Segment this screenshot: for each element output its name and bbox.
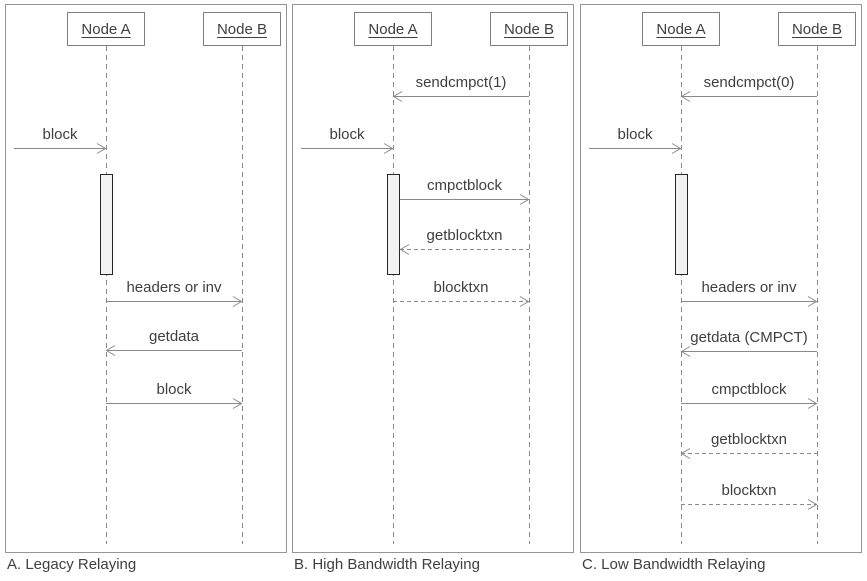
external-block-label: block [617, 126, 653, 143]
message-arrow-cmpctblock [681, 398, 818, 409]
message-arrow-getblocktxn [680, 448, 817, 459]
node-b-label: Node B [791, 20, 843, 38]
node-a-label: Node A [81, 20, 131, 38]
message-arrow-getdata [105, 345, 242, 356]
lifeline-node-a [681, 46, 682, 544]
message-arrow-sendcmpct-0 [680, 91, 817, 102]
lifeline-node-b [817, 46, 818, 544]
lifeline-node-b [242, 46, 243, 544]
message-label-cmpctblock: cmpctblock [711, 381, 787, 398]
message-arrow-headers-or-inv [681, 296, 818, 307]
panel-caption-c: C. Low Bandwidth Relaying [582, 556, 766, 573]
lifeline-node-a [106, 46, 107, 544]
node-b-label: Node B [216, 20, 268, 38]
message-label-blocktxn: blocktxn [433, 279, 489, 296]
message-arrow-cmpctblock [400, 194, 530, 205]
message-label-blocktxn: blocktxn [721, 482, 777, 499]
node-a-label: Node A [368, 20, 418, 38]
lifeline-node-a [393, 46, 394, 544]
external-block-label: block [42, 126, 78, 143]
panel-caption-b: B. High Bandwidth Relaying [294, 556, 480, 573]
message-label-getdata: getdata [148, 328, 200, 345]
message-label-sendcmpct-0: sendcmpct(0) [703, 74, 795, 91]
panel-b: Node A Node B block sendcmpct(1) cmpctblock g… [292, 4, 574, 553]
message-label-headers-or-inv: headers or inv [126, 279, 222, 296]
panel-caption-a: A. Legacy Relaying [7, 556, 137, 573]
node-box-b: Node B [203, 12, 281, 46]
message-arrow-getblocktxn [399, 244, 529, 255]
panel-a: Node A Node B block headers or inv getdata bl… [5, 4, 287, 553]
message-label-sendcmpct-1: sendcmpct(1) [415, 74, 507, 91]
message-label-getdata-cmpct: getdata (CMPCT) [690, 329, 808, 346]
node-a-label: Node A [656, 20, 706, 38]
activation-bar [100, 174, 113, 275]
message-arrow-blocktxn [681, 499, 818, 510]
message-label-cmpctblock: cmpctblock [426, 177, 503, 194]
message-arrow-getdata-cmpct [680, 346, 817, 357]
node-box-a: Node A [642, 12, 720, 46]
message-arrow-sendcmpct-1 [392, 91, 529, 102]
message-label-getblocktxn: getblocktxn [711, 431, 787, 448]
node-box-b: Node B [490, 12, 568, 46]
external-block-arrow [589, 143, 682, 154]
lifeline-node-b [529, 46, 530, 544]
message-arrow-block [106, 398, 243, 409]
external-block-label: block [329, 126, 365, 143]
node-box-b: Node B [778, 12, 856, 46]
message-arrow-blocktxn [393, 296, 530, 307]
message-label-getblocktxn: getblocktxn [426, 227, 503, 244]
external-block-arrow [14, 143, 107, 154]
message-arrow-headers-or-inv [106, 296, 243, 307]
activation-bar [675, 174, 688, 275]
external-block-arrow [301, 143, 394, 154]
node-b-label: Node B [503, 20, 555, 38]
panel-c: Node A Node B block sendcmpct(0) headers or … [580, 4, 862, 553]
message-label-headers-or-inv: headers or inv [701, 279, 797, 296]
activation-bar [387, 174, 400, 275]
node-box-a: Node A [354, 12, 432, 46]
node-box-a: Node A [67, 12, 145, 46]
message-label-block: block [156, 381, 192, 398]
